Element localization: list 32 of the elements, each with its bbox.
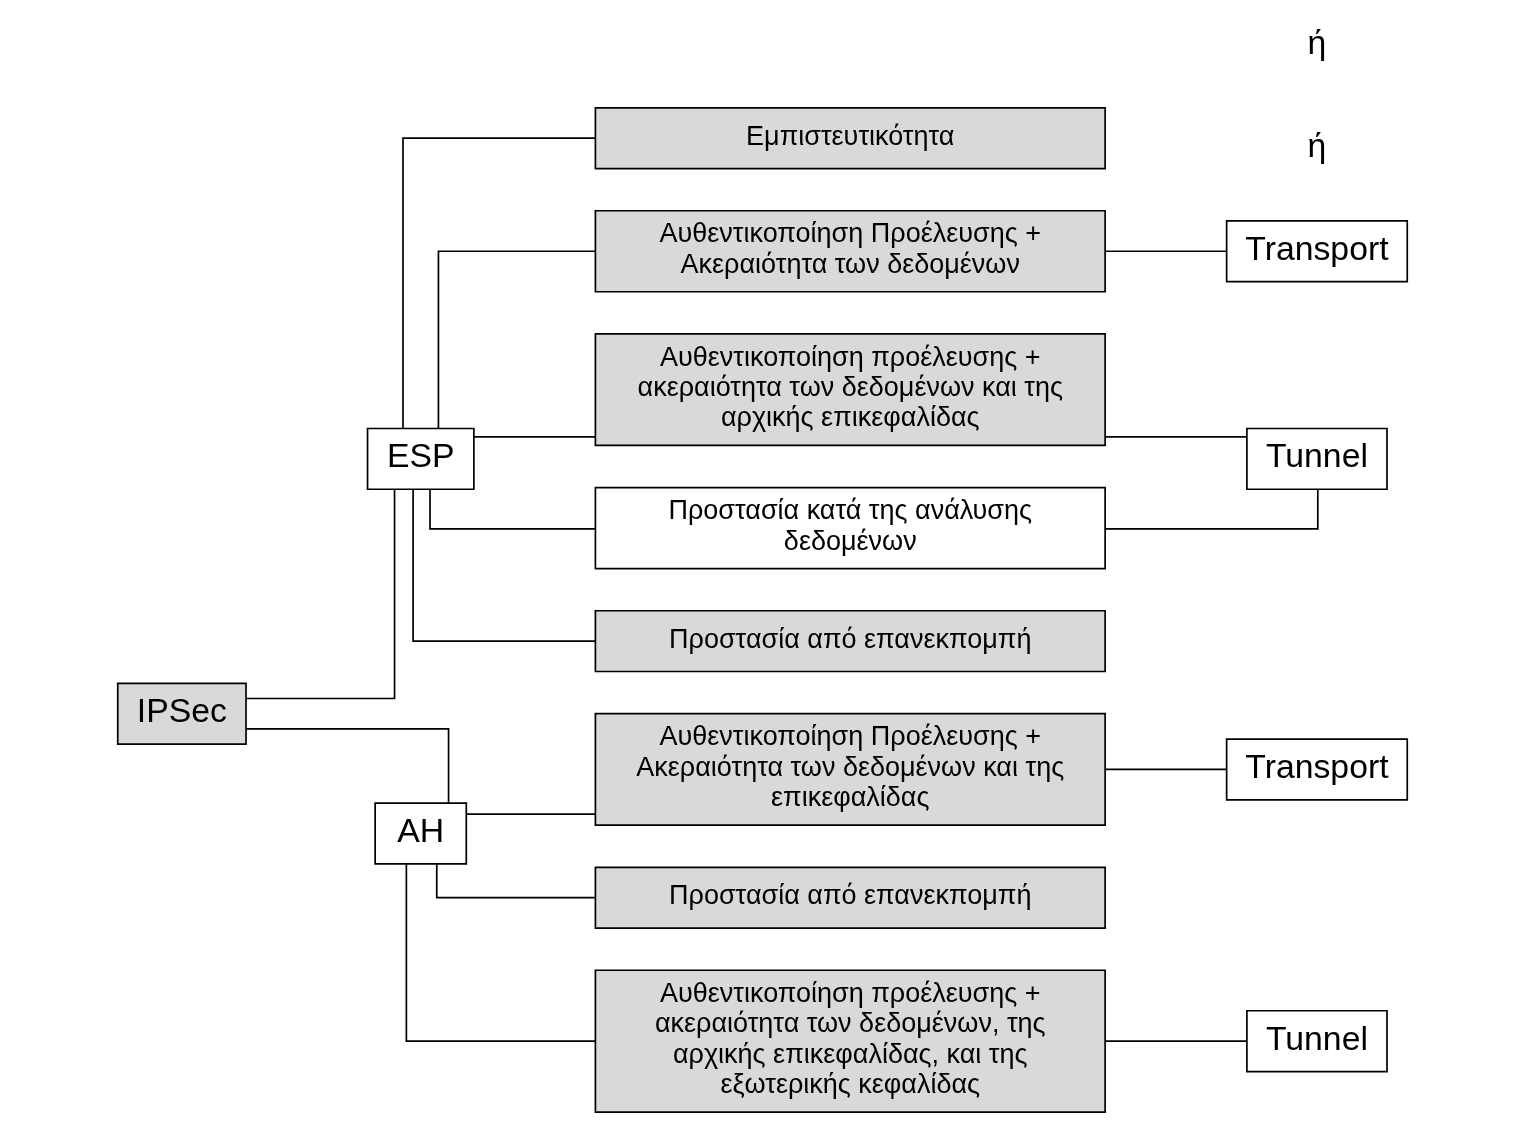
connector	[437, 250, 597, 430]
node-box: Tunnel	[1246, 427, 1388, 491]
node-box: Προστασία από επανεκπομπή	[594, 866, 1106, 929]
connector	[1104, 768, 1228, 771]
connector	[435, 863, 596, 899]
connector	[465, 813, 597, 815]
connector	[473, 436, 596, 438]
label: ή	[1307, 125, 1327, 164]
connector	[429, 488, 596, 530]
connector	[402, 137, 597, 429]
node-box: IPSec	[116, 682, 247, 745]
node-box: ESP	[366, 427, 475, 491]
connector	[1104, 250, 1228, 253]
node-box: Tunnel	[1246, 1009, 1388, 1073]
node-box: Transport	[1225, 738, 1409, 801]
node-box: Αυθεντικοποίηση Προέλευσης + Ακεραιότητα των δεδομένων και της επικεφαλίδας	[594, 712, 1106, 826]
label: ή	[1307, 22, 1327, 61]
node-box: Εμπιστευτικότητα	[594, 106, 1106, 170]
connector	[245, 728, 450, 804]
connector	[1104, 436, 1248, 438]
node-box: Transport	[1225, 220, 1409, 283]
node-box: Αυθεντικοποίηση προέλευσης + ακεραιότητα των δεδομένων, της αρχικής επικεφαλίδας, και της εξωτερικής κεφαλίδας	[594, 969, 1106, 1113]
node-box: Προστασία κατά της ανάλυσης δεδομένων	[594, 486, 1106, 570]
node-box: Αυθεντικοποίηση προέλευσης + ακεραιότητα των δεδομένων και της αρχικής επικεφαλίδας	[594, 333, 1106, 447]
node-box: Αυθεντικοποίηση Προέλευσης + Ακεραιότητα των δεδομένων	[594, 209, 1106, 293]
connector	[1104, 488, 1319, 530]
connector	[1104, 1040, 1248, 1042]
connector	[245, 488, 396, 700]
connector	[412, 488, 597, 642]
node-box: AH	[374, 802, 468, 865]
connector	[405, 863, 597, 1042]
node-box: Προστασία από επανεκπομπή	[594, 609, 1106, 673]
